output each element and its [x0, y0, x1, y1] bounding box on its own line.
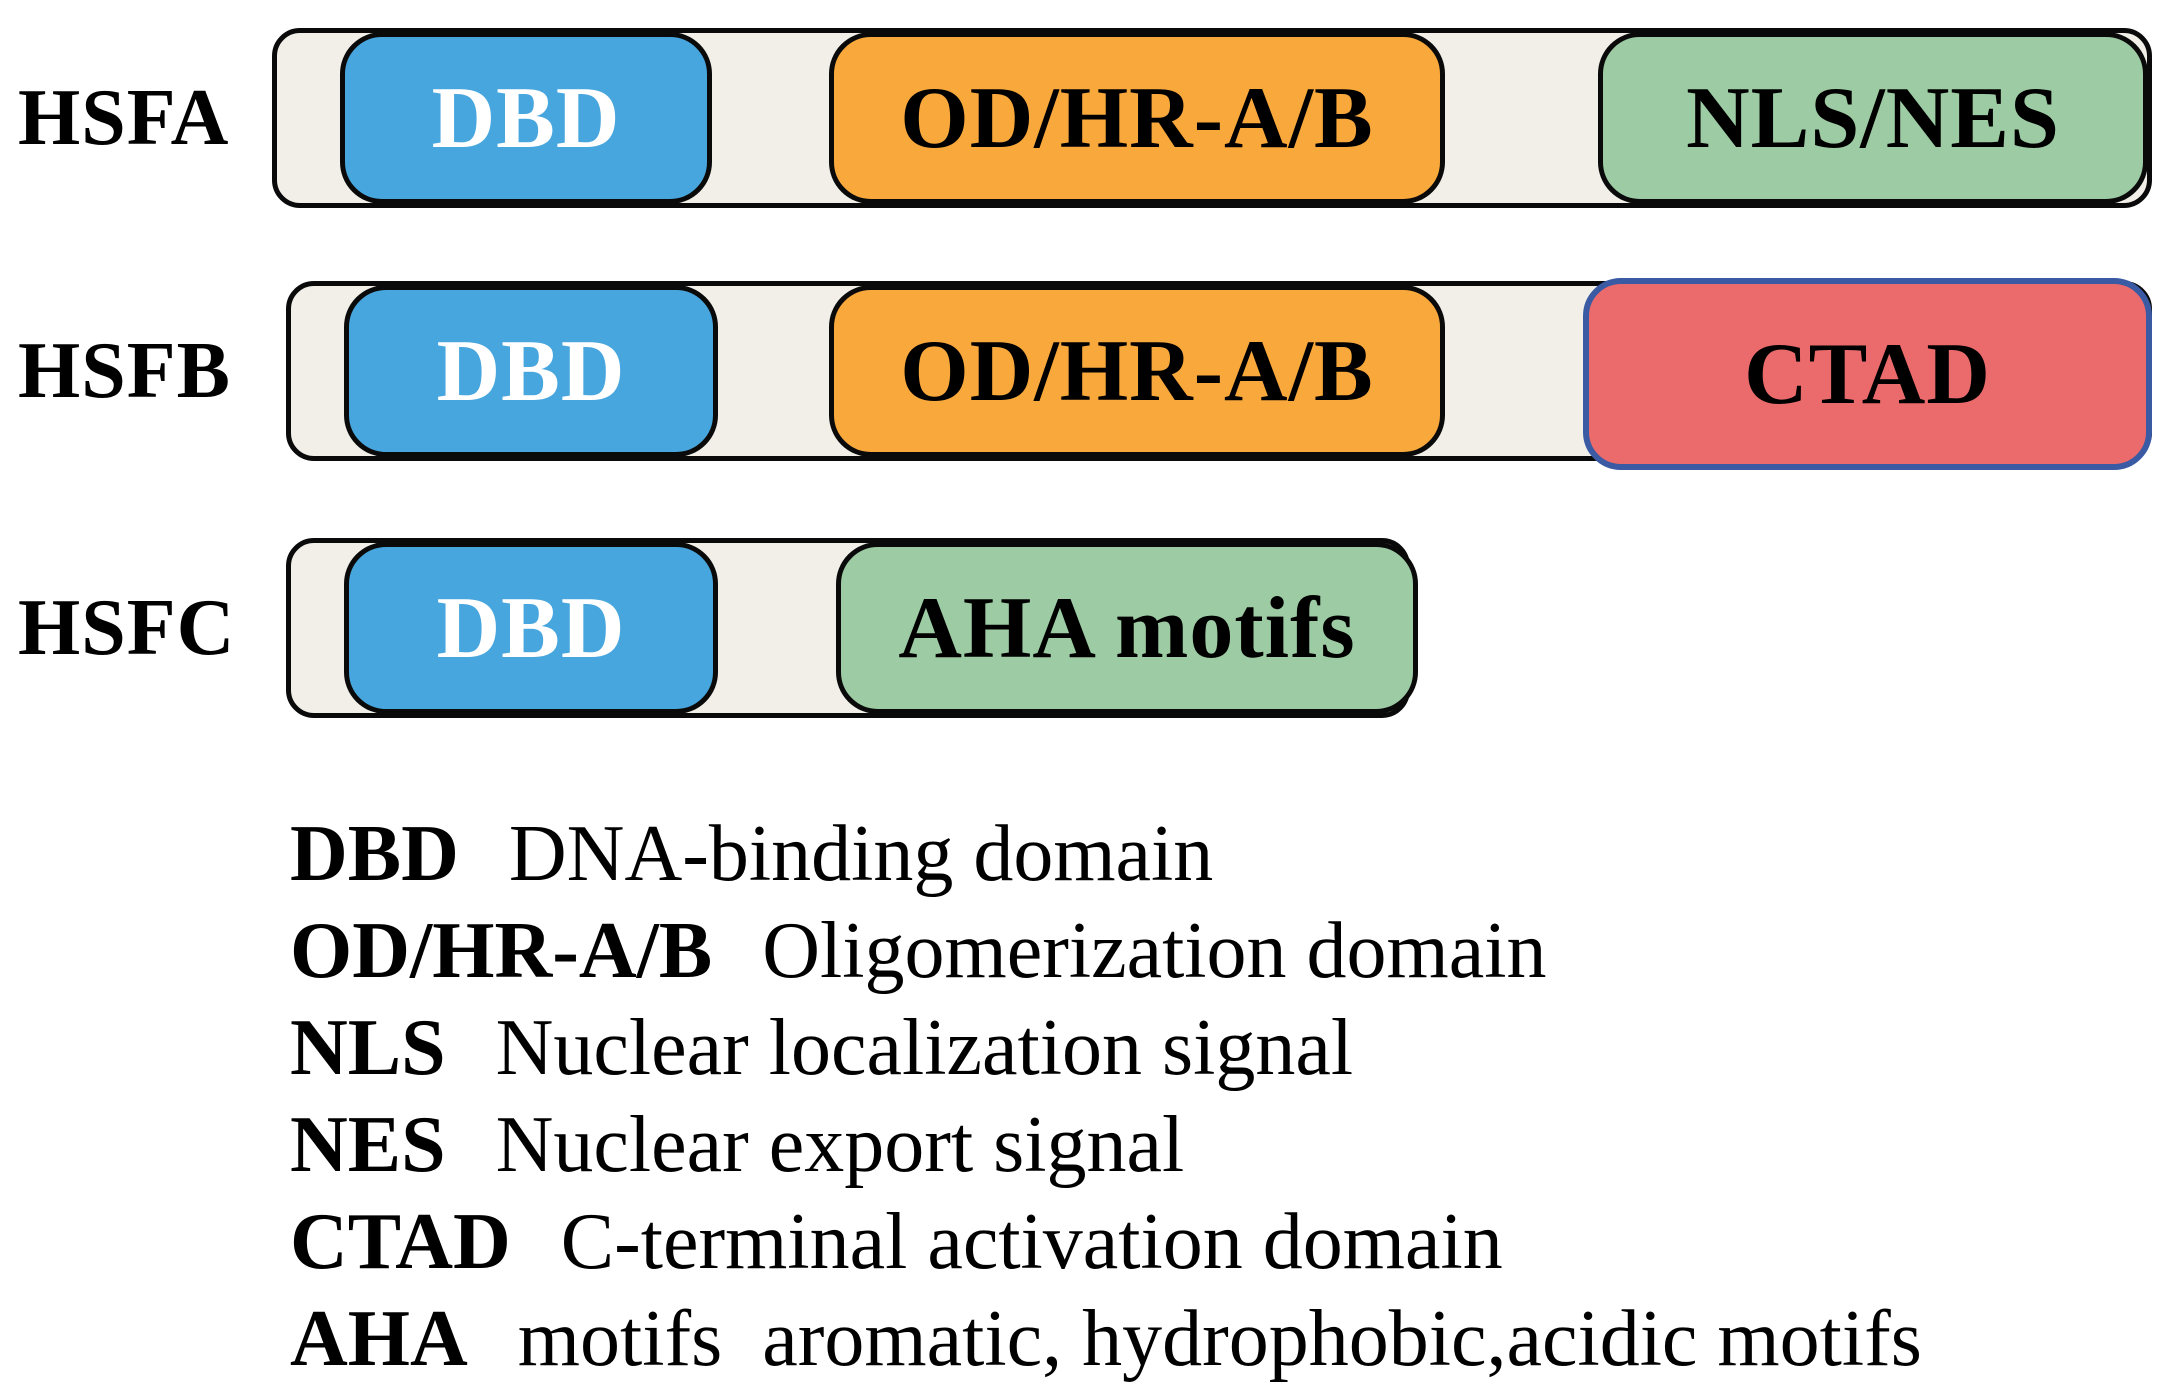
hsfa-row-label: HSFA — [18, 73, 230, 162]
legend-definition-ctad: C-terminal activation domain — [560, 1198, 1503, 1286]
legend-definition-od-hr-ab: Oligomerization domain — [762, 907, 1547, 995]
abbreviation-legend: DBD DNA-binding domain OD/HR-A/B Oligomeri… — [290, 806, 1922, 1388]
legend-item-aha: AHA motifs aromatic, hydrophobic,acidic m… — [290, 1291, 1922, 1388]
legend-definition-nls: Nuclear localization signal — [495, 1004, 1354, 1092]
hsfb-ctad-domain-box: CTAD — [1583, 278, 2152, 470]
legend-definition-dbd: DNA-binding domain — [508, 810, 1214, 898]
legend-term-dbd: DBD — [290, 810, 459, 898]
legend-term-aha: AHA — [290, 1295, 468, 1383]
legend-term-od-hr-ab: OD/HR-A/B — [290, 907, 713, 995]
legend-term-ctad: CTAD — [290, 1198, 511, 1286]
hsfb-row-label: HSFB — [18, 326, 231, 415]
hsfa-dbd-label: DBD — [431, 69, 621, 167]
hsfc-aha-motifs-domain-box: AHA motifs — [836, 542, 1418, 714]
legend-definition-aha: motifs aromatic, hydrophobic,acidic moti… — [517, 1295, 1922, 1383]
legend-term-nes: NES — [290, 1101, 446, 1189]
legend-item-nls: NLS Nuclear localization signal — [290, 1000, 1922, 1097]
hsfb-od-hr-ab-label: OD/HR-A/B — [900, 322, 1374, 420]
legend-item-od-hr-ab: OD/HR-A/B Oligomerization domain — [290, 903, 1922, 1000]
hsfa-nls-nes-label: NLS/NES — [1686, 69, 2060, 167]
hsfc-dbd-label: DBD — [436, 579, 626, 677]
hsfa-nls-nes-domain-box: NLS/NES — [1598, 32, 2148, 204]
hsfc-dbd-domain-box: DBD — [344, 542, 718, 714]
hsfb-od-hr-ab-domain-box: OD/HR-A/B — [829, 285, 1445, 457]
hsfc-aha-motifs-label: AHA motifs — [898, 579, 1356, 677]
hsfb-dbd-label: DBD — [436, 322, 626, 420]
hsfa-od-hr-ab-label: OD/HR-A/B — [900, 69, 1374, 167]
legend-term-nls: NLS — [290, 1004, 446, 1092]
legend-item-ctad: CTAD C-terminal activation domain — [290, 1194, 1922, 1291]
hsfc-row-label: HSFC — [18, 583, 236, 672]
legend-item-nes: NES Nuclear export signal — [290, 1097, 1922, 1194]
hsfb-ctad-label: CTAD — [1744, 325, 1991, 423]
hsfa-od-hr-ab-domain-box: OD/HR-A/B — [829, 32, 1445, 204]
legend-definition-nes: Nuclear export signal — [495, 1101, 1185, 1189]
legend-item-dbd: DBD DNA-binding domain — [290, 806, 1922, 903]
hsfa-dbd-domain-box: DBD — [340, 32, 712, 204]
hsfb-dbd-domain-box: DBD — [344, 285, 718, 457]
